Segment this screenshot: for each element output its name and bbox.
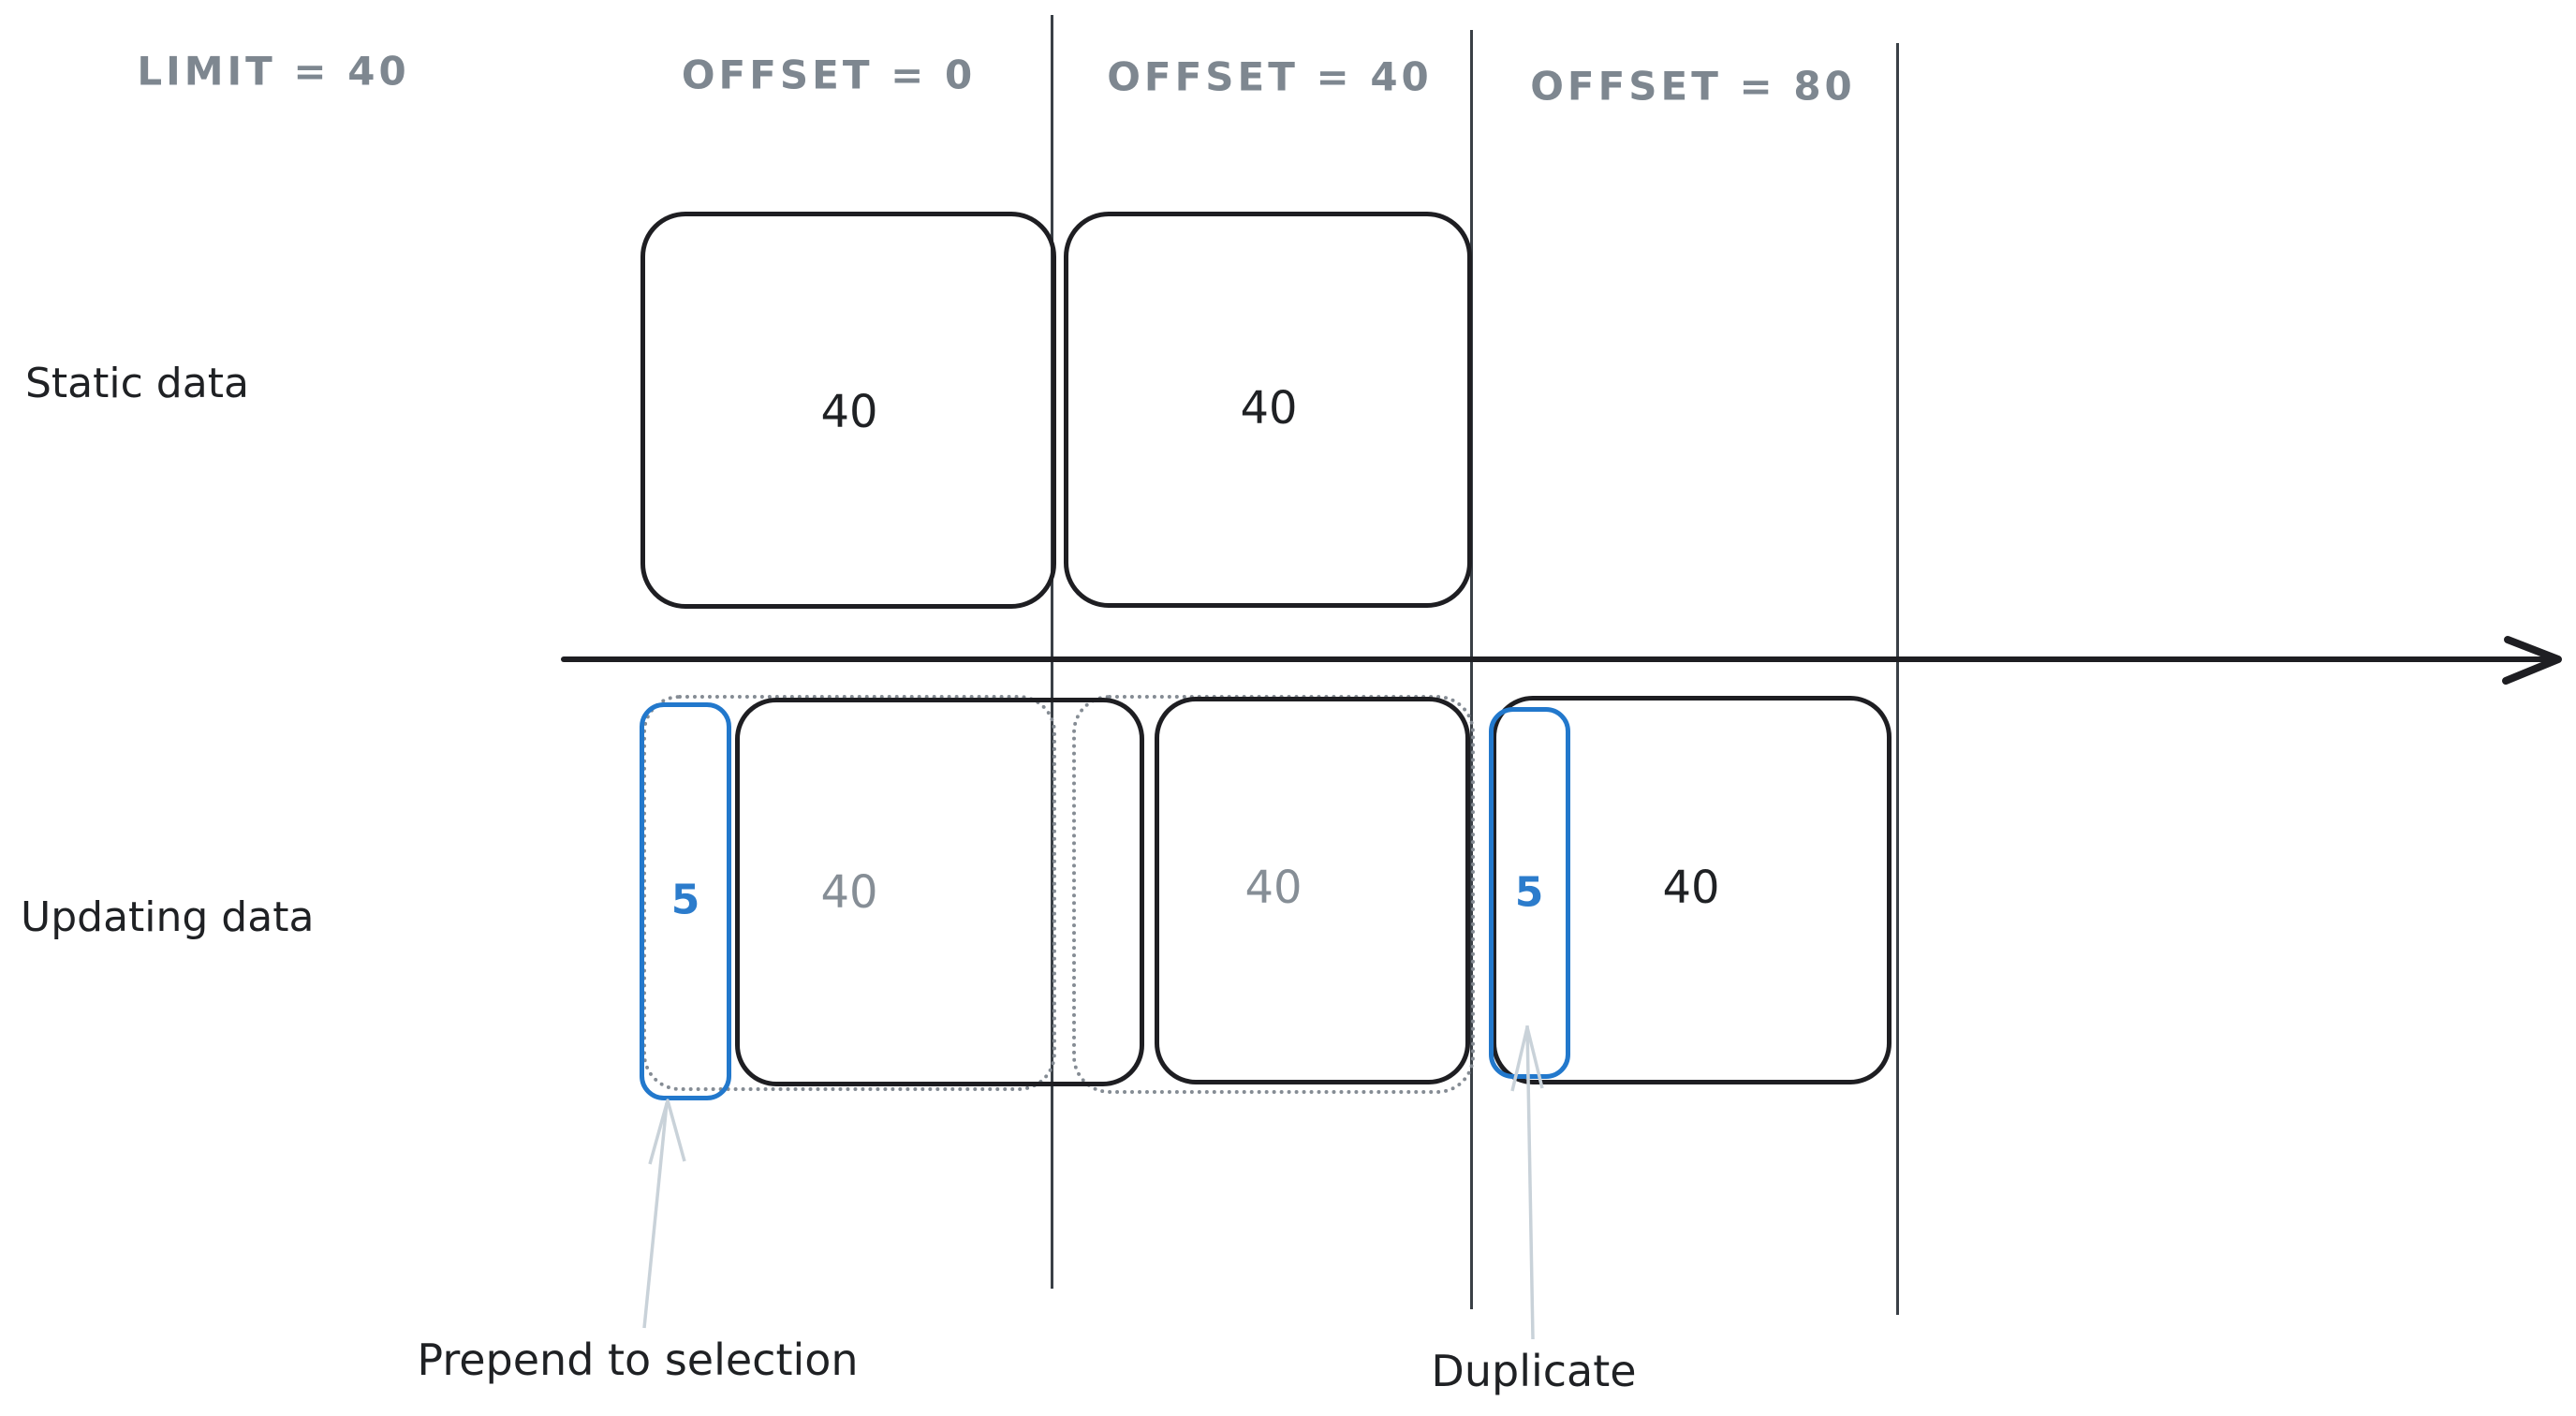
- prepend-annotation-arrow: [642, 1099, 686, 1329]
- offset-divider-line-1: [1051, 15, 1053, 1289]
- prepend-annotation-label: Prepend to selection: [417, 1335, 859, 1385]
- ghost-window-2-count: 40: [1244, 862, 1303, 914]
- prepended-items-box: [640, 702, 731, 1100]
- updating-page-box-2: [1155, 697, 1470, 1084]
- updating-page-box-3: [1492, 696, 1892, 1084]
- static-page-box-2: [1064, 212, 1472, 608]
- offset-80-header: OFFSET = 80: [1530, 63, 1856, 110]
- timeline-axis-arrow: [561, 636, 2562, 685]
- static-page-box-1: [640, 212, 1056, 609]
- current-window-count: 40: [1662, 862, 1720, 914]
- prepended-items-count: 5: [670, 876, 700, 924]
- limit-header: LIMIT = 40: [137, 48, 410, 95]
- static-page-1-count: 40: [820, 386, 878, 438]
- updating-row-label: Updating data: [21, 893, 315, 941]
- updating-page-box-1: [735, 698, 1144, 1086]
- previous-window-ghost-box-1: [642, 695, 1056, 1091]
- offset-divider-line-3: [1896, 43, 1899, 1315]
- offset-divider-line-2: [1470, 30, 1473, 1309]
- offset-0-header: OFFSET = 0: [681, 52, 977, 98]
- static-page-2-count: 40: [1240, 382, 1298, 435]
- static-row-label: Static data: [25, 360, 249, 407]
- duplicate-items-count: 5: [1514, 868, 1544, 917]
- duplicate-annotation-label: Duplicate: [1431, 1346, 1637, 1396]
- offset-40-header: OFFSET = 40: [1107, 53, 1433, 100]
- ghost-window-1-count: 40: [820, 866, 878, 919]
